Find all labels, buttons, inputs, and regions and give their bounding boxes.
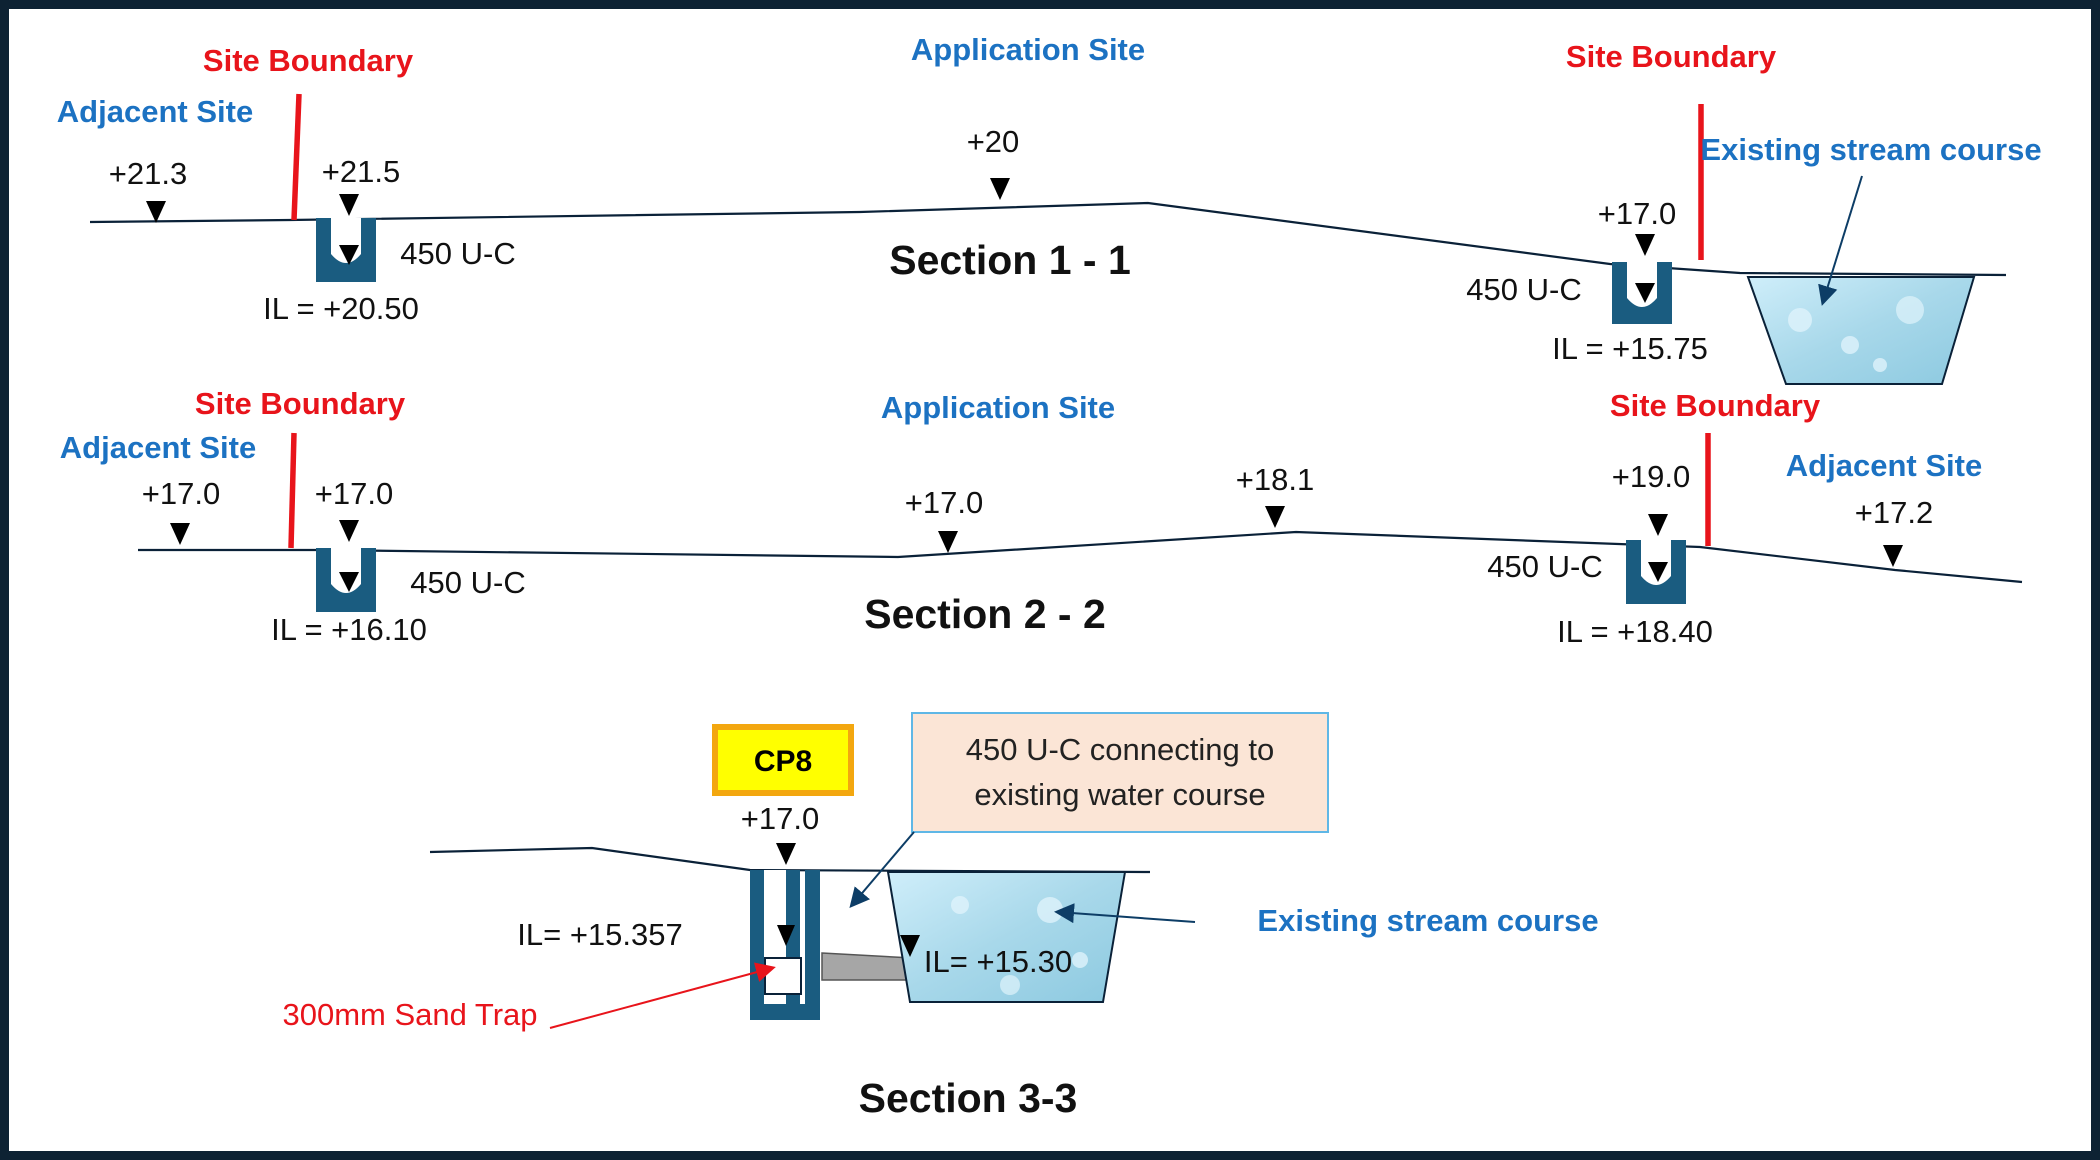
level-marker-channel-right-upper-1 — [1635, 234, 1655, 256]
channel-size-right-1: 450 U-C — [1466, 272, 1581, 307]
section-title-2: Section 2 - 2 — [864, 591, 1106, 637]
level-channel-left-2: +17.0 — [315, 476, 393, 511]
level-marker-cp8 — [776, 843, 796, 865]
section-3: CP8 450 U-C connecting to existing water… — [282, 712, 1599, 1121]
channel-size-left-1: 450 U-C — [400, 236, 515, 271]
level-crest-1: +20 — [967, 124, 1020, 159]
site-boundary-line-left-2 — [288, 432, 297, 549]
level-adjacent-1: +21.3 — [109, 156, 187, 191]
pointer-existing-stream-1 — [1818, 175, 1863, 306]
level-marker-channel-right-inner-2 — [1648, 562, 1668, 582]
channel-size-right-2: 450 U-C — [1487, 549, 1602, 584]
level-cp8: +17.0 — [741, 801, 819, 836]
site-boundary-label-right-1: Site Boundary — [1566, 39, 1777, 74]
level-marker-channel-right-inner-1 — [1635, 283, 1655, 303]
channel-size-left-2: 450 U-C — [410, 565, 525, 600]
level-marker-channel-left-upper-1 — [339, 194, 359, 216]
site-boundary-label-left-1: Site Boundary — [203, 43, 414, 78]
cp8-catchpit — [750, 870, 820, 1020]
existing-stream-label-1: Existing stream course — [1700, 132, 2041, 167]
callout-line-1: 450 U-C connecting to — [966, 732, 1274, 767]
adjacent-site-label-1: Adjacent Site — [57, 94, 253, 129]
channel-il-left-1: IL = +20.50 — [263, 291, 419, 326]
il-outlet: IL= +15.30 — [924, 944, 1072, 979]
level-channel-left-1: +21.5 — [322, 154, 400, 189]
callout-line-2: existing water course — [974, 777, 1265, 812]
callout-pointer — [849, 831, 915, 909]
level-channel-right-1: +17.0 — [1598, 196, 1676, 231]
stream-course-3 — [886, 871, 1127, 1003]
level-crest-2: +18.1 — [1236, 462, 1314, 497]
outlet-pipe — [821, 952, 915, 981]
level-marker-adjacent-left-2 — [170, 523, 190, 545]
site-boundary-line-left-1 — [291, 93, 302, 221]
level-channel-right-2: +19.0 — [1612, 459, 1690, 494]
level-mid-2: +17.0 — [905, 485, 983, 520]
sand-trap-label: 300mm Sand Trap — [282, 997, 537, 1032]
level-marker-channel-left-inner-1 — [339, 245, 359, 265]
level-marker-crest-2 — [1265, 506, 1285, 528]
stream-course-1 — [1746, 276, 1976, 385]
level-marker-mid-2 — [938, 531, 958, 553]
existing-stream-label-3: Existing stream course — [1257, 903, 1598, 938]
callout-box — [911, 712, 1329, 833]
adjacent-site-label-left-2: Adjacent Site — [60, 430, 256, 465]
channel-il-left-2: IL = +16.10 — [271, 612, 427, 647]
pointer-sand-trap — [549, 962, 776, 1029]
level-marker-sand-trap — [777, 925, 795, 946]
site-boundary-label-right-2: Site Boundary — [1610, 388, 1821, 423]
channel-il-right-1: IL = +15.75 — [1552, 331, 1708, 366]
application-site-label-1: Application Site — [911, 32, 1145, 67]
cp8-label: CP8 — [754, 745, 812, 778]
level-marker-outlet — [900, 935, 920, 957]
level-marker-channel-right-upper-2 — [1648, 514, 1668, 536]
level-marker-adjacent-right-2 — [1883, 545, 1903, 567]
level-marker-adjacent-1 — [146, 201, 166, 223]
cp8-label-box — [712, 724, 854, 796]
ground-profile-section-1 — [89, 201, 2007, 277]
application-site-label-2: Application Site — [881, 390, 1115, 425]
section-title-1: Section 1 - 1 — [889, 237, 1131, 283]
level-adjacent-left-2: +17.0 — [142, 476, 220, 511]
adjacent-site-label-right-2: Adjacent Site — [1786, 448, 1982, 483]
site-boundary-label-left-2: Site Boundary — [195, 386, 406, 421]
il-sand-trap: IL= +15.357 — [517, 917, 683, 952]
section-title-3: Section 3-3 — [859, 1075, 1078, 1121]
level-marker-channel-left-inner-2 — [339, 572, 359, 592]
pointer-existing-stream-3 — [1054, 903, 1196, 924]
level-marker-crest-1 — [990, 178, 1010, 200]
level-marker-channel-left-upper-2 — [339, 520, 359, 542]
level-adjacent-right-2: +17.2 — [1855, 495, 1933, 530]
section-1: Site Boundary Site Boundary Application … — [57, 32, 2042, 385]
channel-il-right-2: IL = +18.40 — [1557, 614, 1713, 649]
section-2: Site Boundary Site Boundary Application … — [60, 386, 2023, 649]
